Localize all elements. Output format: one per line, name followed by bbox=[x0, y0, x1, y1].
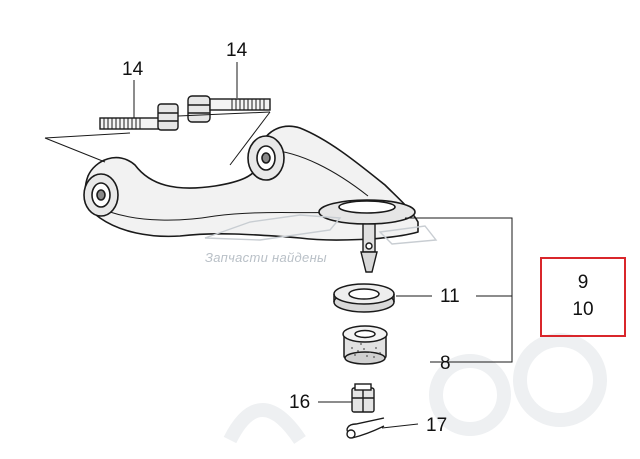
bolt-left bbox=[99, 103, 179, 131]
callout-cotter-pin: 17 bbox=[426, 415, 448, 436]
ball-joint-stud bbox=[360, 223, 378, 273]
background-watermark bbox=[223, 333, 607, 444]
watermark-tagline: Запчасти найдены bbox=[205, 250, 327, 265]
right-bushing bbox=[247, 135, 285, 181]
part-number-9: 9 bbox=[577, 272, 589, 293]
castle-nut bbox=[351, 383, 375, 413]
callout-bolt-left: 14 bbox=[122, 59, 144, 80]
callout-bolt-right: 14 bbox=[226, 40, 248, 61]
brand-watermark bbox=[204, 214, 438, 245]
callout-seal-ring: 11 bbox=[440, 286, 460, 307]
upper-control-arm bbox=[84, 125, 419, 241]
part-number-10: 10 bbox=[572, 299, 594, 320]
callout-ball-joint-boot: 8 bbox=[440, 353, 451, 374]
cotter-pin bbox=[346, 417, 385, 439]
highlighted-part-numbers[interactable]: 9 10 bbox=[540, 257, 626, 337]
seal-ring bbox=[333, 283, 395, 313]
left-bushing bbox=[83, 173, 119, 217]
callout-castle-nut: 16 bbox=[289, 392, 311, 413]
guide-lines bbox=[44, 62, 513, 429]
ball-joint-boot bbox=[342, 325, 388, 365]
bolt-right bbox=[187, 95, 271, 123]
